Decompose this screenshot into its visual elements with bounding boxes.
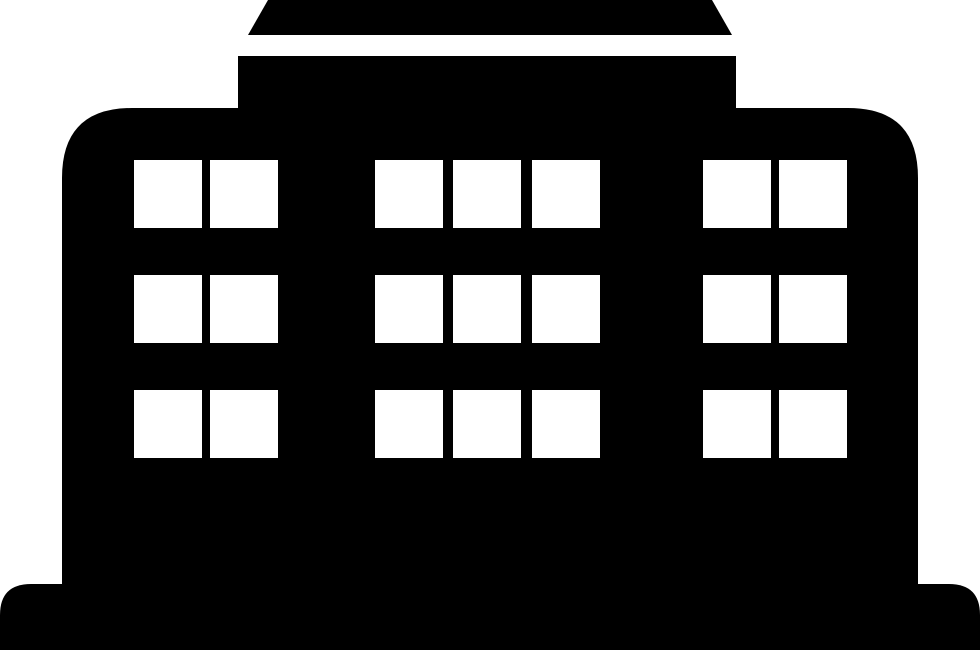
- window: [703, 160, 771, 228]
- window: [375, 275, 443, 343]
- window: [532, 390, 600, 458]
- window: [210, 275, 278, 343]
- window: [532, 160, 600, 228]
- roof-cap: [248, 0, 732, 35]
- window: [375, 390, 443, 458]
- window: [375, 160, 443, 228]
- window: [210, 160, 278, 228]
- window: [703, 390, 771, 458]
- window: [779, 275, 847, 343]
- window: [779, 160, 847, 228]
- window: [453, 160, 521, 228]
- window: [453, 390, 521, 458]
- windows-group: [134, 160, 847, 458]
- window: [532, 275, 600, 343]
- window: [134, 390, 202, 458]
- upper-block: [238, 56, 736, 112]
- window: [703, 275, 771, 343]
- window: [134, 160, 202, 228]
- window: [779, 390, 847, 458]
- window: [453, 275, 521, 343]
- window: [134, 275, 202, 343]
- building-base: [0, 584, 980, 650]
- window: [210, 390, 278, 458]
